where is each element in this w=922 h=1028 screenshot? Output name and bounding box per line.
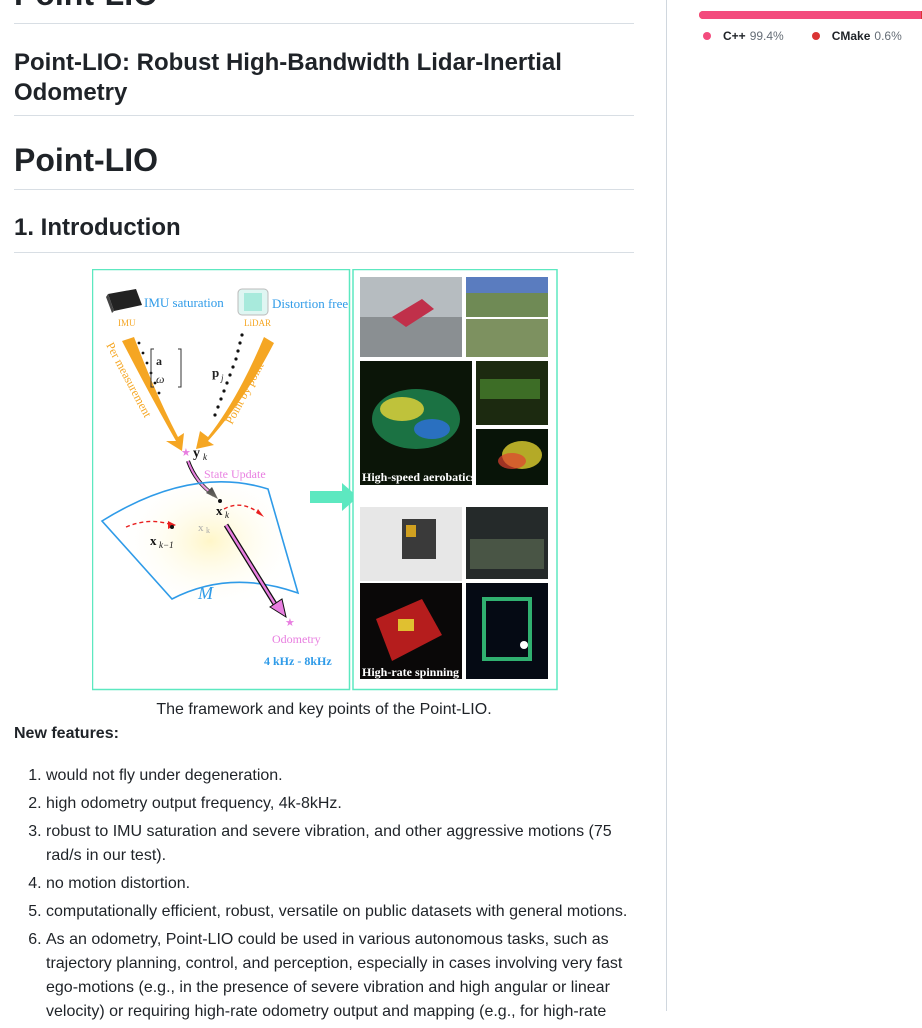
list-item: would not fly under degeneration. [46, 764, 634, 788]
lidar-label: LiDAR [244, 318, 271, 328]
top-heading: Point-LIO [14, 0, 158, 14]
subtitle-heading: Point-LIO: Robust High-Bandwidth Lidar-I… [14, 49, 562, 106]
aerobatics-photo-collage [360, 277, 548, 485]
state-xk-label: x [216, 503, 223, 518]
svg-text:k: k [225, 510, 230, 520]
per-measurement-arrow-icon [122, 337, 184, 451]
list-item: computationally efficient, robust, versa… [46, 900, 634, 924]
language-cpp-link[interactable]: C++ 99.4% [699, 28, 784, 44]
imu-saturation-label: IMU saturation [144, 295, 224, 310]
predicted-state-label: x [198, 522, 204, 534]
imu-label: IMU [118, 318, 136, 328]
framework-figure[interactable]: IMU saturation IMU Distortion free LiDAR… [91, 268, 558, 692]
odometry-label: Odometry [272, 632, 321, 646]
new-features-label: New features: [14, 725, 119, 742]
features-list: would not fly under degeneration. high o… [14, 764, 634, 1028]
manifold-label: M [197, 583, 214, 603]
language-percent: 0.6% [874, 29, 902, 43]
cpp-dot-icon [703, 32, 711, 40]
svg-text:a: a [156, 354, 162, 368]
language-list: C++ 99.4% CMake 0.6% [699, 28, 922, 44]
teal-arrow-icon [310, 483, 358, 511]
imu-device-icon [106, 289, 142, 313]
section-heading-introduction: 1. Introduction [14, 214, 181, 241]
lidar-device-icon [237, 288, 269, 316]
list-item: robust to IMU saturation and severe vibr… [46, 820, 634, 868]
language-cmake-link[interactable]: CMake 0.6% [808, 28, 902, 44]
odometry-star-icon: ★ [285, 617, 295, 629]
main-heading: Point-LIO [14, 142, 158, 178]
svg-text:k−1: k−1 [159, 540, 174, 550]
lidar-point-dots [213, 333, 244, 417]
imu-measurement-dots [137, 341, 161, 395]
list-item: no motion distortion. [46, 872, 634, 896]
list-item: high odometry output frequency, 4k-8kHz. [46, 792, 634, 816]
state-xk-1-label: x [150, 533, 157, 548]
sidebar-divider [666, 0, 667, 1011]
section-divider [14, 252, 634, 253]
cmake-dot-icon [811, 32, 820, 40]
list-item: As an odometry, Point-LIO could be used … [46, 928, 634, 1024]
frequency-label: 4 kHz - 8kHz [264, 654, 332, 668]
imu-measurement-vector: a ω [150, 348, 182, 388]
language-percent: 99.4% [749, 29, 784, 43]
subtitle-divider [14, 115, 634, 116]
aerobatics-label: High-speed aerobatics [362, 470, 476, 484]
spinning-photo-collage [360, 507, 548, 679]
svg-text:ω: ω [156, 372, 164, 386]
distortion-free-label: Distortion free [272, 296, 348, 311]
svg-text:p: p [212, 365, 219, 380]
main-heading-divider [14, 189, 634, 190]
svg-text:k: k [206, 526, 210, 535]
language-name: C++ [723, 29, 746, 43]
measurement-star-icon: ★ [181, 447, 191, 459]
point-by-point-arrow-icon [196, 337, 274, 449]
svg-text:k: k [203, 452, 208, 462]
heading-divider [14, 23, 634, 24]
language-name: CMake [831, 29, 871, 43]
language-bar-cpp [699, 11, 921, 19]
manifold-surface [100, 481, 300, 600]
svg-text:j: j [220, 373, 224, 383]
lidar-point-symbol: p j [212, 365, 224, 383]
measurement-yk-label: y [193, 446, 200, 461]
spinning-label: High-rate spinning [362, 665, 459, 679]
language-bar [699, 11, 922, 19]
figure-caption: The framework and key points of the Poin… [156, 701, 492, 718]
